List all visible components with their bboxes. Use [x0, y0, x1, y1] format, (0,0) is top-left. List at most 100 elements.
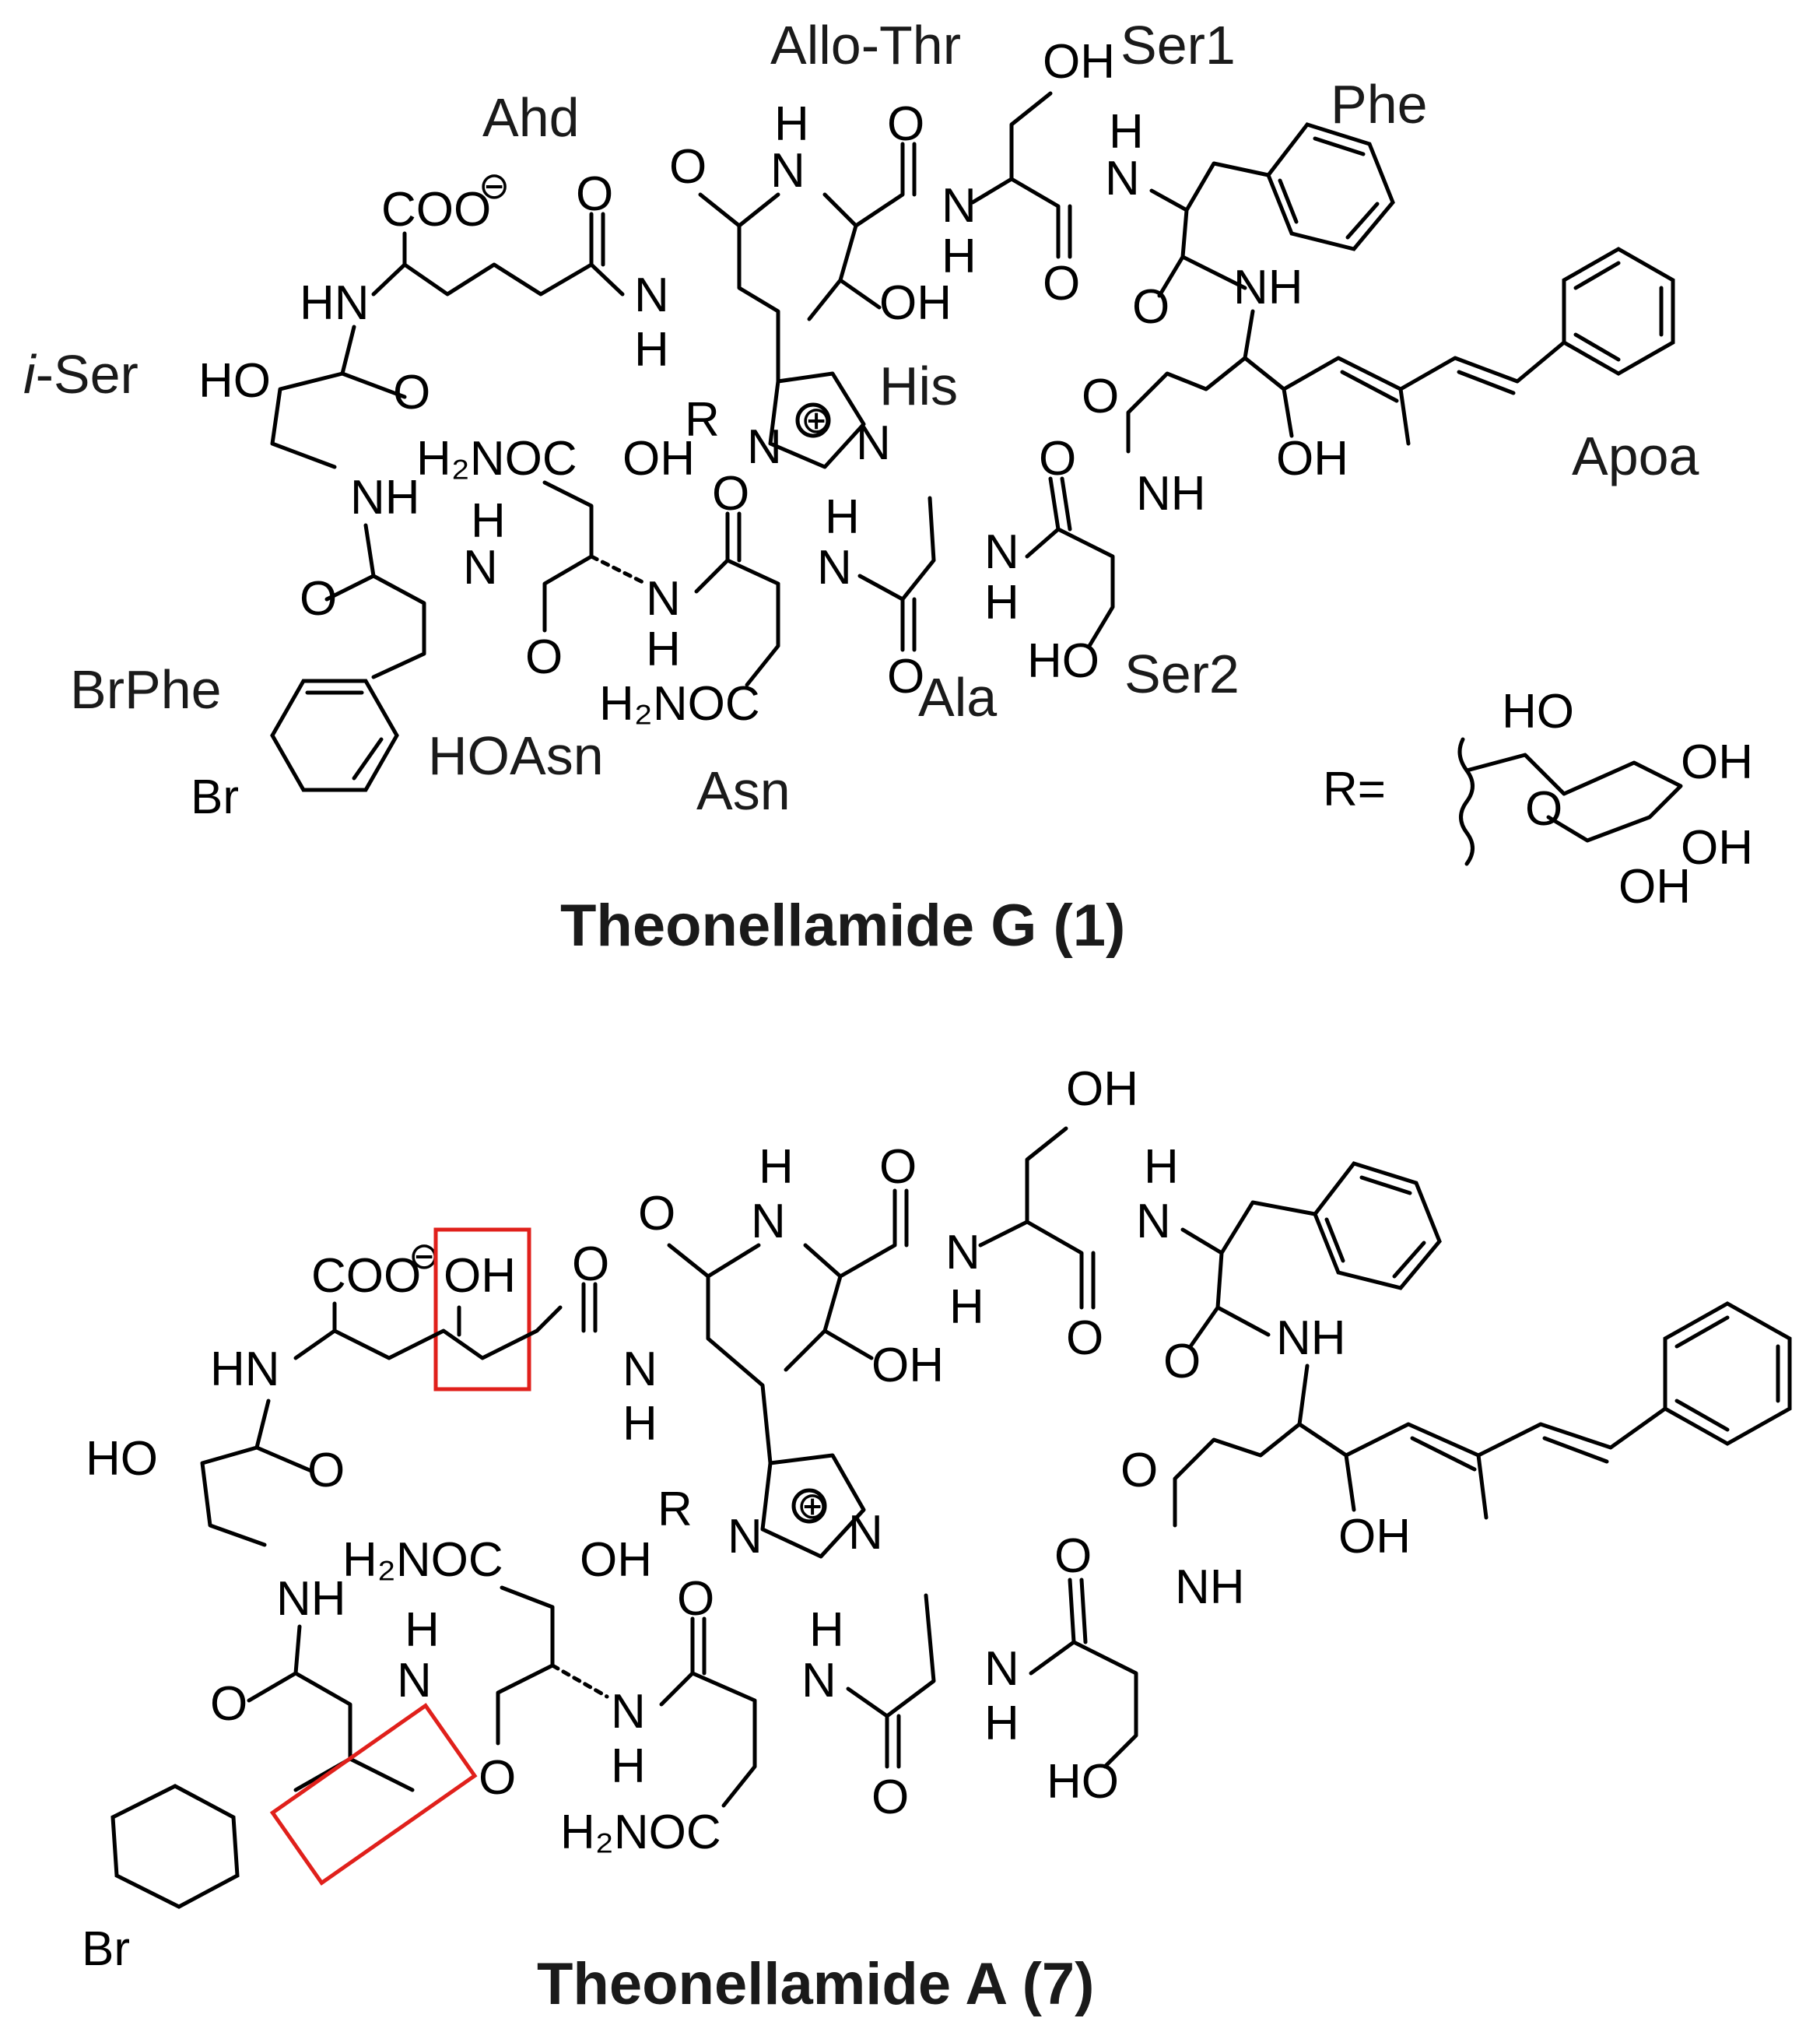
ser1-carbonyl-o: O: [1043, 257, 1080, 311]
i-ser-prefix: i: [23, 344, 37, 405]
a-ser2-carbonyl-o: O: [1054, 1529, 1092, 1583]
brphe-amide-n: N: [463, 541, 498, 595]
apoa-methyl: [1398, 387, 1411, 446]
allo-thr-h: H: [774, 97, 809, 151]
a-brphe-carbonyl-o: O: [210, 1677, 247, 1731]
a-apoa-oh: OH: [1338, 1510, 1411, 1564]
a-ser1-carbonyl-o: O: [1066, 1311, 1103, 1365]
a-phe-benzene-double-bonds: [1324, 1175, 1426, 1279]
residue-label-brphe: BrPhe: [70, 659, 222, 720]
a-asn-amide-h: H: [611, 1739, 646, 1793]
a-brphe-amide-n: N: [397, 1654, 432, 1707]
a-i-ser-ho: HO: [86, 1432, 158, 1486]
a-phe-amide-h: H: [1144, 1140, 1179, 1194]
a-phe-carbonyl-o: O: [1163, 1335, 1201, 1388]
ser2-carbonyl-o: O: [1039, 432, 1076, 486]
a-imidazolium-ring: [760, 1453, 866, 1559]
phe-benzene-double-bonds: [1278, 136, 1380, 240]
a-allo-thr-carbonyl-o: O: [879, 1140, 917, 1194]
allo-thr-backbone: [807, 142, 917, 321]
a-his-amide-n: N: [622, 1342, 658, 1396]
hoasn-oh: OH: [622, 432, 695, 486]
a-ahd-hn: HN: [210, 1342, 280, 1396]
a-i-ser-carbonyl-o: O: [307, 1444, 345, 1497]
molecule-theonellamide-a: COO ⊖ OH O HN N H O HO NH O Br N H H₂NOC…: [82, 1062, 1792, 2017]
sugar-wavy-bond: [1457, 737, 1475, 866]
a-allo-thr-link: [706, 1243, 761, 1279]
a-hoasn-h2noc: H₂NOC: [342, 1533, 503, 1587]
imidazolium-n3: N: [856, 416, 891, 470]
a-ser1-oh: OH: [1066, 1062, 1138, 1116]
a-asn-carbonyl-o: O: [677, 1572, 714, 1626]
a-phe-benzene-ring: [1313, 1161, 1442, 1290]
a-methyl-bond: [348, 1757, 415, 1792]
a-hoasn-oh: OH: [580, 1533, 652, 1587]
his-amide-h: H: [634, 323, 669, 377]
residue-label-ser2: Ser2: [1124, 644, 1240, 704]
residue-label-phe: Phe: [1331, 74, 1428, 135]
ala-backbone: [857, 496, 936, 652]
apoa-amine-nh: NH: [1233, 261, 1303, 314]
residue-label-allo-thr: Allo-Thr: [770, 15, 961, 75]
a-ser2-amide-h: H: [984, 1697, 1019, 1750]
a-his-carbonyl-o: O: [638, 1187, 675, 1241]
compound-title-theonellamide-g: Theonellamide G (1): [560, 893, 1125, 959]
a-highlight-methyl-group: [269, 1703, 478, 1886]
a-ala-carbonyl-o: O: [871, 1771, 909, 1824]
a-allo-thr-oh: OH: [871, 1339, 944, 1392]
sugar-oh-3: OH: [1681, 821, 1753, 875]
a-ala-backbone: [846, 1593, 936, 1769]
a-ser2-backbone: [1029, 1578, 1138, 1769]
a-bromine-atom: Br: [82, 1922, 130, 1976]
hoasn-h2noc: H₂NOC: [416, 432, 577, 486]
a-brphe-amide-h: H: [405, 1603, 440, 1657]
a-asn-h2noc: H₂NOC: [560, 1806, 721, 1859]
asn-h2noc: H₂NOC: [599, 677, 760, 731]
apoa-oh: OH: [1276, 432, 1348, 486]
residue-label-his: His: [879, 356, 958, 416]
a-imidazolium-n3: N: [848, 1506, 883, 1560]
imidazolium-charge-circle: [795, 402, 831, 438]
sugar-oh-4: OH: [1618, 860, 1691, 914]
a-phe-backbone: [1180, 1200, 1317, 1349]
a-brphe-backbone: [247, 1624, 352, 1792]
imidazolium-ring: [768, 371, 866, 469]
hoasn-carbonyl-o: O: [525, 630, 563, 684]
a-bromophenyl-ring: [110, 1784, 240, 1909]
residue-label-ahd: Ahd: [482, 87, 580, 148]
a-imidazolium-n1: N: [728, 1510, 763, 1564]
a-ser1-amide-n: N: [945, 1226, 980, 1279]
his-carbonyl-o: O: [669, 140, 707, 194]
i-ser-carbonyl-o: O: [393, 366, 430, 419]
a-i-ser-backbone: [200, 1399, 314, 1547]
a-apoa-benzene-ring: [1663, 1301, 1792, 1446]
a-highlight-oh: OH: [444, 1249, 516, 1303]
allo-thr-oh: OH: [879, 276, 952, 330]
a-ser1-amide-h: H: [949, 1280, 984, 1334]
r-definition-label: R=: [1323, 763, 1386, 816]
a-asn-amide-n: N: [611, 1685, 646, 1739]
a-ahd-carbonyl-o: O: [572, 1237, 609, 1291]
a-ser2-amide-n: N: [984, 1642, 1019, 1696]
residue-label-ala: Ala: [918, 667, 997, 728]
a-allo-thr-h: H: [759, 1140, 794, 1194]
apoa-backbone: [1126, 309, 1255, 454]
a-ala-amide-h: H: [809, 1603, 844, 1657]
residue-label-i-ser: i-Ser: [23, 344, 139, 405]
carboxylate-charge: ⊖: [479, 166, 510, 207]
imidazolium-charge: ⊕: [801, 400, 832, 441]
his-r-substituent: R: [685, 393, 720, 447]
i-ser-backbone: [270, 325, 356, 469]
a-ahd-chain: [293, 1301, 563, 1360]
ala-amide-h: H: [825, 490, 860, 544]
phe-amide-n: N: [1105, 152, 1140, 205]
a-his-side-chain: [667, 1243, 773, 1465]
apoa-carbonyl-o: O: [1082, 370, 1119, 423]
phe-carbonyl-o: O: [1132, 280, 1169, 334]
a-ser1-backbone: [978, 1126, 1096, 1310]
a-apoa-benzene-double-bonds: [1674, 1315, 1780, 1432]
a-hoasn-hashed-bond: [550, 1663, 609, 1699]
a-apoa-methyl: [1476, 1453, 1489, 1520]
ala-amide-n: N: [817, 541, 852, 595]
phe-amide-h: H: [1109, 105, 1144, 159]
